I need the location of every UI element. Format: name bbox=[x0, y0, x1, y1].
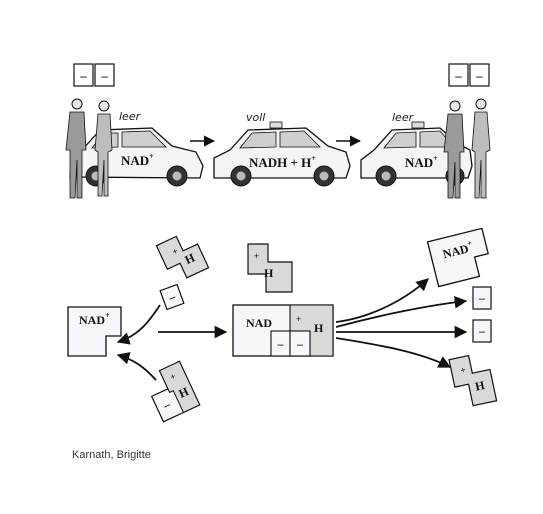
h-electron-piece-lower-left: + H – bbox=[150, 360, 201, 423]
car-empty-left: NAD+ bbox=[69, 127, 204, 187]
h-plus-piece-upper-left: + H bbox=[155, 235, 210, 279]
minus-sign: – bbox=[478, 324, 486, 338]
minus-sign: – bbox=[100, 68, 108, 83]
credit-caption: Karnath, Brigitte bbox=[72, 449, 151, 461]
electron-right-upper: – bbox=[472, 286, 492, 310]
arrow bbox=[116, 304, 161, 345]
arrow bbox=[335, 337, 452, 368]
h-letter: H bbox=[264, 266, 274, 280]
plus-sign: + bbox=[171, 246, 180, 257]
arrow bbox=[335, 278, 429, 323]
plus-sign: + bbox=[459, 365, 466, 376]
nad-plus-tile-left: NAD+ bbox=[67, 306, 122, 357]
tile-label-nad: NAD bbox=[246, 316, 272, 330]
nadh-tile-middle: NAD + H – – bbox=[232, 304, 334, 357]
minus-sign: – bbox=[475, 68, 483, 83]
people-right bbox=[443, 98, 491, 199]
label-empty-left: leer bbox=[119, 110, 142, 123]
nad-plus-tile-right: NAD+ bbox=[426, 227, 489, 288]
h-plus-piece-right: + H bbox=[448, 354, 498, 407]
electron-right-lower: – bbox=[472, 319, 492, 343]
arrow bbox=[335, 295, 468, 328]
arrow bbox=[116, 352, 157, 381]
label-full-middle: voll bbox=[246, 111, 265, 124]
tile-label-nad: NAD+ bbox=[441, 238, 475, 261]
plus-sign: + bbox=[254, 251, 259, 261]
label-empty-right: leer bbox=[392, 111, 415, 124]
car-label-nad: NAD+ bbox=[405, 154, 438, 170]
car-label-nadh: NADH + H+ bbox=[249, 154, 316, 170]
electron-upper-left: – bbox=[159, 283, 185, 311]
h-letter: H bbox=[314, 321, 324, 335]
h-plus-piece-top-middle: + H bbox=[247, 243, 293, 293]
minus-sign: – bbox=[296, 337, 304, 351]
people-left bbox=[65, 98, 113, 199]
tile-label-nad: NAD+ bbox=[79, 311, 110, 327]
h-letter: H bbox=[474, 378, 487, 394]
electron-pair-left: – – bbox=[73, 63, 115, 87]
minus-sign: – bbox=[478, 291, 486, 305]
car-label-nad: NAD+ bbox=[121, 152, 154, 168]
minus-sign: – bbox=[277, 337, 285, 351]
minus-sign: – bbox=[454, 68, 462, 83]
minus-sign: – bbox=[79, 68, 87, 83]
car-full-middle: NADH + H+ bbox=[213, 121, 351, 187]
plus-sign: + bbox=[296, 314, 301, 324]
electron-pair-right: – – bbox=[448, 63, 490, 87]
plus-sign: + bbox=[168, 371, 177, 382]
